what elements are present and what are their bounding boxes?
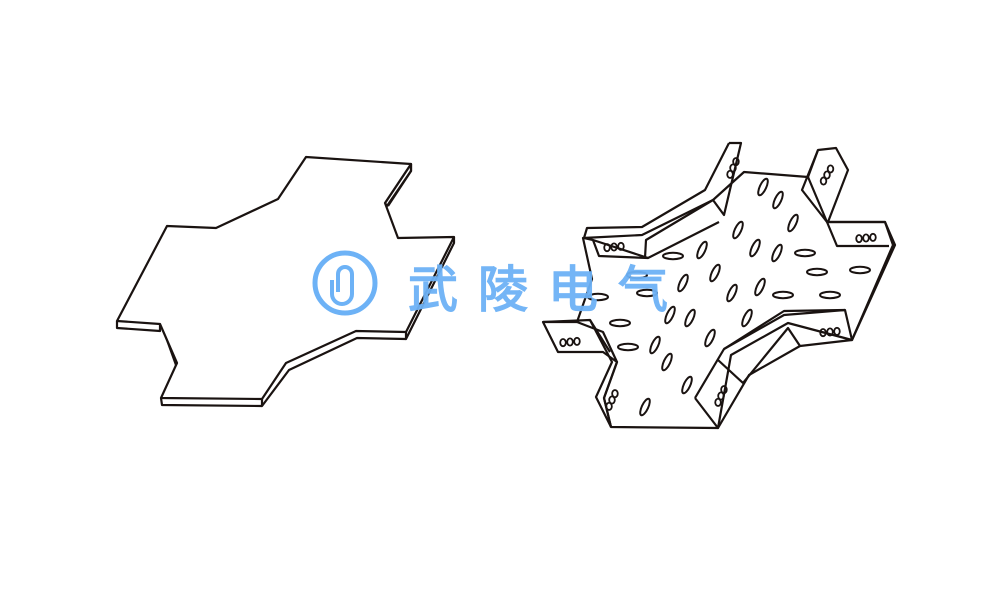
cover-edge-sw bbox=[159, 397, 263, 408]
cover-edge-east bbox=[404, 237, 456, 341]
slot-hole bbox=[617, 342, 639, 352]
bolt-hole bbox=[608, 395, 616, 405]
bolt-hole bbox=[732, 157, 740, 167]
wall-top-right bbox=[806, 146, 897, 341]
slot-hole bbox=[704, 328, 716, 348]
bolt-hole bbox=[566, 337, 574, 347]
wall-top-right-inner bbox=[800, 149, 889, 248]
bolt-hole bbox=[869, 232, 877, 242]
bolt-hole bbox=[573, 336, 581, 346]
bolt-hole bbox=[617, 241, 625, 251]
slot-hole bbox=[757, 177, 769, 197]
bolt-hole bbox=[720, 385, 728, 395]
slot-hole bbox=[661, 352, 673, 372]
bolt-hole bbox=[819, 328, 827, 338]
slot-hole bbox=[696, 240, 708, 260]
slot-hole bbox=[626, 270, 648, 280]
slot-hole bbox=[732, 220, 744, 240]
bolt-hole bbox=[611, 389, 619, 399]
cover-top-face bbox=[115, 155, 456, 401]
slot-hole bbox=[726, 283, 738, 303]
bolt-hole bbox=[714, 397, 722, 407]
slot-hole bbox=[772, 190, 784, 210]
perforated-cable-tray-cross bbox=[541, 141, 897, 430]
cover-edge-west bbox=[115, 321, 162, 333]
watermark-logo-icon bbox=[312, 250, 378, 316]
bolt-hole bbox=[862, 233, 870, 243]
slot-hole bbox=[664, 305, 676, 325]
slot-hole bbox=[649, 335, 661, 355]
slot-hole bbox=[787, 213, 799, 233]
bolt-hole bbox=[855, 234, 863, 244]
slot-hole bbox=[636, 288, 658, 298]
watermark-brand-text: 武陵电气 bbox=[408, 261, 688, 319]
slot-hole bbox=[772, 290, 794, 300]
bolt-hole bbox=[559, 338, 567, 348]
bolt-hole bbox=[717, 391, 725, 401]
wall-left-down bbox=[589, 319, 614, 428]
cross-cover-plate bbox=[115, 155, 456, 408]
slot-hole bbox=[771, 243, 783, 263]
bolt-hole bbox=[610, 242, 618, 252]
slot-hole bbox=[662, 251, 684, 261]
slot-hole bbox=[741, 308, 753, 328]
wall-top-left-outer bbox=[643, 141, 743, 259]
cover-edge-south bbox=[260, 336, 407, 408]
bolt-hole bbox=[603, 243, 611, 253]
bolt-hole bbox=[823, 170, 831, 180]
wall-top-left-end bbox=[591, 239, 649, 260]
slot-hole bbox=[849, 265, 871, 275]
slot-hole bbox=[806, 267, 828, 277]
wall-top-left-top bbox=[582, 142, 730, 260]
slot-hole bbox=[709, 263, 721, 283]
slot-hole bbox=[681, 375, 693, 395]
slot-hole bbox=[639, 397, 651, 417]
slot-hole bbox=[749, 238, 761, 258]
cover-edge-right bbox=[387, 164, 413, 207]
bolt-hole bbox=[826, 327, 834, 337]
bolt-hole bbox=[726, 169, 734, 179]
wall-bottom-right-top bbox=[723, 308, 846, 350]
slot-hole bbox=[794, 248, 816, 258]
bolt-hole bbox=[729, 163, 737, 173]
slot-hole bbox=[677, 273, 689, 293]
slot-hole bbox=[587, 292, 609, 302]
slot-hole bbox=[684, 308, 696, 328]
slot-holes bbox=[559, 157, 877, 417]
slot-hole bbox=[609, 318, 631, 328]
bolt-hole bbox=[833, 326, 841, 336]
slot-hole bbox=[819, 290, 841, 300]
wall-bottom-right-inner bbox=[717, 326, 801, 385]
slot-hole bbox=[754, 277, 766, 297]
wall-bottom-right bbox=[694, 308, 854, 430]
bolt-hole bbox=[819, 176, 828, 186]
bolt-hole bbox=[605, 401, 613, 411]
bolt-hole bbox=[826, 164, 835, 174]
